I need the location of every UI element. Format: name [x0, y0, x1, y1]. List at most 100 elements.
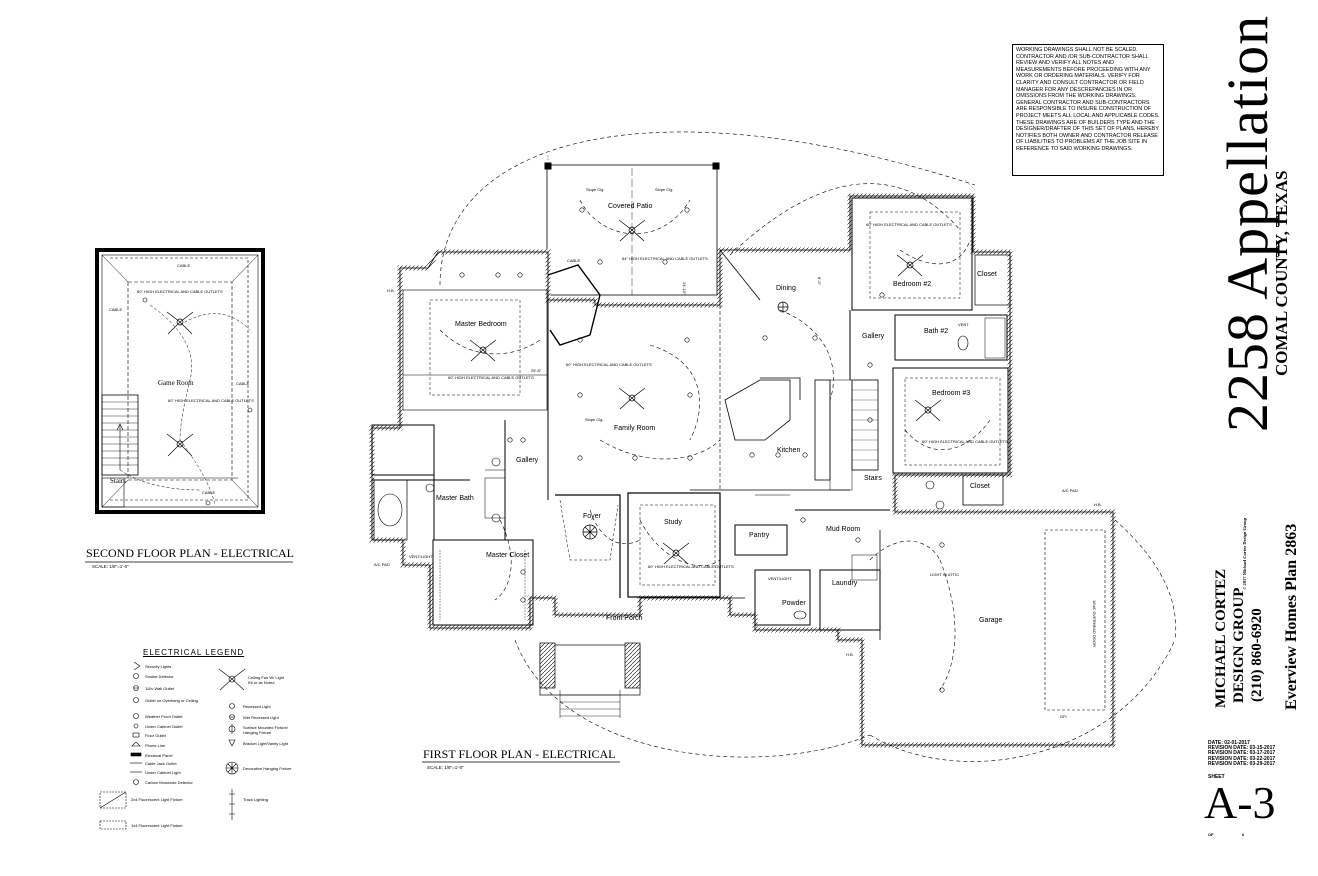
label-slope-clg: Slope Clg. [586, 187, 604, 192]
first-floor-room-names: Covered Patio Master Bedroom Family Room… [436, 203, 1002, 624]
legend-item: 110v Wall Outlet [145, 686, 174, 691]
second-floor-plan [95, 248, 265, 514]
general-notes: WORKING DRAWINGS SHALL NOT BE SCALED. CO… [1012, 44, 1164, 176]
designer-group: DESIGN GROUP [1231, 587, 1247, 703]
label-cable: CABLE [567, 258, 580, 263]
label-dimension: 24'-10" [682, 282, 687, 295]
room-bedroom-2: Bedroom #2 [893, 281, 931, 288]
revision-date: REVISION DATE: 03-17-2017 [1208, 750, 1276, 757]
label-cable: CABLE [236, 381, 249, 386]
second-floor-scale: SCALE: 1/8"=1'-0" [92, 564, 129, 569]
label-ac-pad: A/C PAD [374, 562, 390, 567]
legend-title: ELECTRICAL LEGEND [143, 648, 245, 657]
label-hose-bib: H.B. [1094, 502, 1102, 507]
legend-item: Carbon Monoxide Detector [145, 780, 193, 785]
room-powder: Powder [782, 600, 806, 607]
first-floor-fans [469, 219, 942, 565]
legend-item: Recessed Light [243, 704, 271, 709]
room-laundry: Laundry [832, 580, 858, 587]
label-outlets: 60" HIGH ELECTRICAL AND CABLE OUTLETS [922, 439, 1008, 444]
label-slope-clg: Slope Clg. [655, 187, 673, 192]
label-outlets: 60" HIGH ELECTRICAL AND CABLE OUTLETS [566, 362, 652, 367]
first-floor-circuits-solid [547, 154, 976, 191]
room-gallery: Gallery [862, 333, 885, 340]
legend-item: Outlet on Overhang or Ceiling [145, 698, 198, 703]
legend-item: Smoke Detector [145, 674, 174, 679]
room-family-room: Family Room [614, 425, 655, 432]
legend-item: Decorative Hanging Fixture [243, 766, 292, 771]
label-slope-clg: Slope Clg. [585, 417, 603, 422]
sheet-number: A-3 [1204, 777, 1276, 828]
first-floor-labels: Slope Clg. Slope Clg. Slope Clg. H.B. H.… [374, 187, 1102, 719]
label-cable: CABLE [109, 307, 122, 312]
room-kitchen: Kitchen [777, 447, 800, 454]
first-floor-plan-title: FIRST FLOOR PLAN - ELECTRICAL [423, 747, 616, 761]
copyright: © 2017 Michael Cortez Design Group [1242, 517, 1247, 590]
revision-date: REVISION DATE: 03-22-2017 [1208, 755, 1276, 762]
legend-item: Under Cabinet Outlet [145, 724, 183, 729]
first-floor-circuits [439, 131, 1177, 762]
room-game-room: Game Room [158, 379, 194, 387]
label-dimension: 25'-8" [531, 368, 542, 373]
recessed-lights [425, 207, 945, 693]
date: DATE: 02-01-2017 [1208, 740, 1250, 746]
label-vent-light: VENT/LIGHT [768, 576, 792, 581]
legend-item: Electrical Panel [145, 753, 173, 758]
revision-dates: DATE: 02-01-2017 REVISION DATE: 03-15-20… [1208, 740, 1276, 767]
designer-name: MICHAEL CORTEZ [1213, 568, 1229, 708]
legend-symbols [99, 661, 246, 830]
room-gallery: Gallery [516, 457, 539, 464]
label-vent-light: VENT/LIGHT [409, 554, 433, 559]
of-value: 6 [1242, 832, 1245, 837]
project-name: 2258 Appellation [1215, 14, 1280, 432]
first-floor-walls [369, 162, 1116, 748]
room-closet: Closet [970, 483, 990, 490]
second-floor-plan-title: SECOND FLOOR PLAN - ELECTRICAL [86, 546, 295, 560]
room-covered-patio: Covered Patio [608, 203, 652, 210]
legend-item: Surface Mounted Fixture/ Hanging Fixture [243, 725, 288, 735]
label-outlets: 60" HIGH ELECTRICAL AND CABLE OUTLETS [866, 222, 952, 227]
label-light-in-attic: LIGHT IN ATTIC [930, 572, 959, 577]
legend-item: Track Lighting [243, 797, 268, 802]
label-outlets: 60" HIGH ELECTRICAL AND CABLE OUTLETS [137, 289, 223, 294]
room-front-porch: Front Porch [606, 615, 643, 622]
legend-item: Phone Line [145, 743, 166, 748]
legend-item: Weather Proof Outlet [145, 714, 183, 719]
room-garage: Garage [979, 617, 1002, 624]
legend-item: Wet Recessed Light [243, 715, 279, 720]
room-dining: Dining [776, 285, 796, 292]
of-label: OF [1208, 832, 1214, 837]
room-closet: Closet [977, 271, 997, 278]
room-bedroom-3: Bedroom #3 [932, 390, 970, 397]
label-hose-bib: H.B. [387, 288, 395, 293]
label-dimension: 8'-0" [817, 277, 822, 286]
legend-item: Floor Outlet [145, 733, 166, 738]
room-bath-2: Bath #2 [924, 328, 948, 335]
room-mud-room: Mud Room [826, 526, 860, 533]
designer-phone: (210) 860-6920 [1249, 608, 1265, 702]
second-floor-labels: CABLE 60" HIGH ELECTRICAL AND CABLE OUTL… [109, 263, 254, 495]
first-floor-scale: SCALE: 1/8"=1'-0" [427, 765, 464, 770]
room-foyer: Foyer [583, 513, 602, 520]
label-garage-door: 16'x8' OVERHEAD DOOR [1092, 600, 1097, 647]
label-outlets: 84" HIGH ELECTRICAL AND CABLE OUTLETS [622, 256, 708, 261]
legend-item: Bracket Light/Vanity Light [243, 741, 289, 746]
legend-item: Ceiling Fan W/ Light Kit or as Noted [248, 675, 285, 685]
legend-item: 2x4 Fluorescent Light Fixture [131, 797, 183, 802]
sheet-label: SHEET [1208, 774, 1225, 780]
legend-item: Under Cabinet Light [145, 770, 181, 775]
room-study: Study [664, 519, 682, 526]
legend-item: Security Lights [145, 664, 172, 669]
room-stairs: Stairs [110, 477, 126, 485]
label-cable: CABLE [202, 490, 215, 495]
room-pantry: Pantry [749, 532, 770, 539]
label-outlets: 60" HIGH ELECTRICAL AND CABLE OUTLETS [448, 375, 534, 380]
label-cable: CABLE [177, 263, 190, 268]
room-master-bedroom: Master Bedroom [455, 321, 507, 328]
room-master-closet: Master Closet [486, 552, 529, 559]
label-vent: VENT [958, 322, 969, 327]
room-stairs: Stairs [864, 475, 882, 482]
room-master-bath: Master Bath [436, 495, 474, 502]
